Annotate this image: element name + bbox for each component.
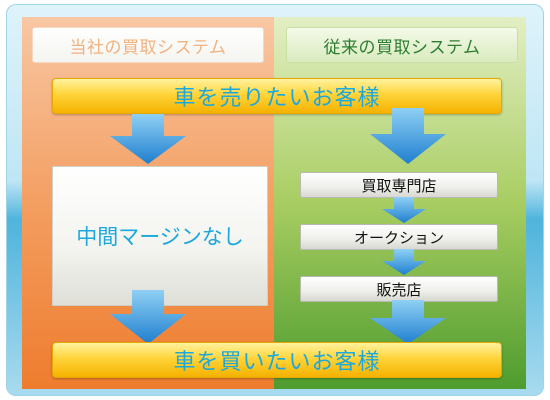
arrow-down-right-top xyxy=(370,108,446,164)
arrow-down-left-top xyxy=(110,114,186,164)
no-intermediary-margin-box: 中間マージンなし xyxy=(52,166,268,306)
step-auction: オークション xyxy=(300,224,498,250)
left-header: 当社の買取システム xyxy=(32,27,264,63)
arrow-dealer-to-auction xyxy=(382,197,426,223)
arrow-auction-to-retailer xyxy=(382,249,426,275)
arrow-down-right-bottom xyxy=(370,300,446,344)
step-retailer: 販売店 xyxy=(300,276,498,302)
right-header: 従来の買取システム xyxy=(286,27,518,63)
bottom-banner-buyers: 車を買いたいお客様 xyxy=(52,342,502,378)
step-dealer: 買取専門店 xyxy=(300,172,498,198)
top-banner-sellers: 車を売りたいお客様 xyxy=(52,78,502,114)
arrow-down-left-bottom xyxy=(110,290,186,344)
